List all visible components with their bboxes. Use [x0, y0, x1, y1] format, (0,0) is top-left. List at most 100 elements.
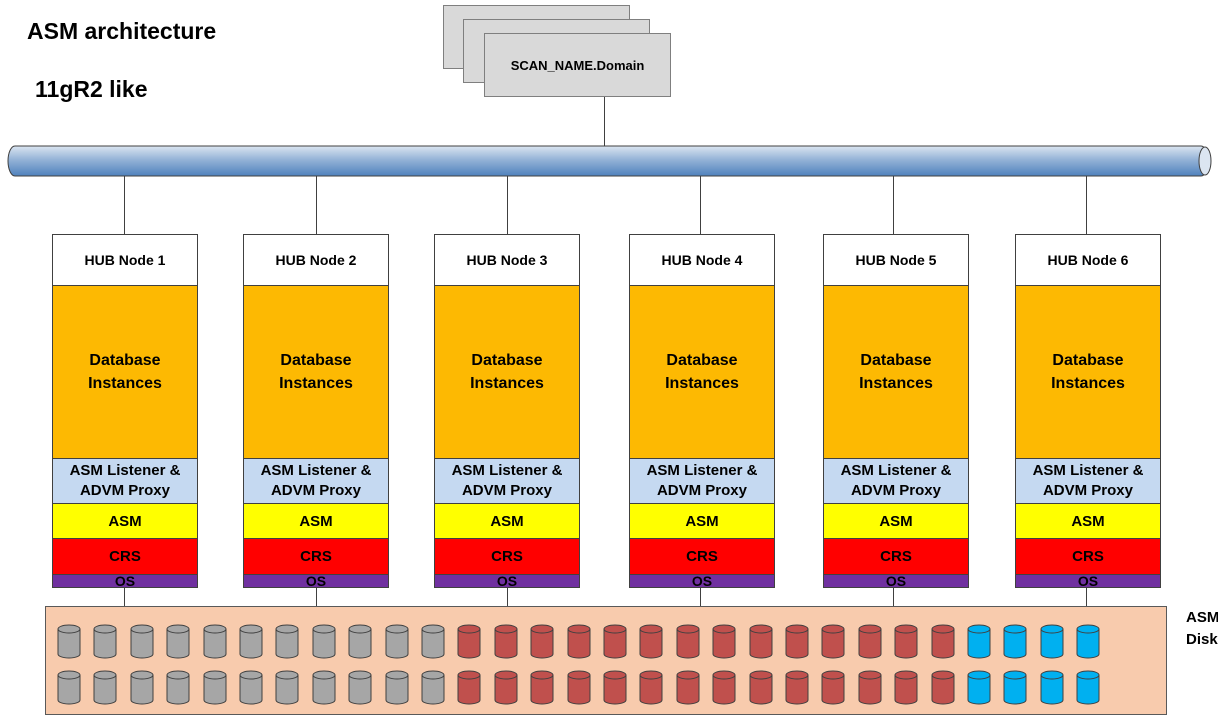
asm-disk-icon [1040, 670, 1064, 705]
database-label-line-1: Database [280, 352, 352, 369]
os-layer: OS [434, 575, 580, 588]
database-label-line-1: Database [471, 352, 543, 369]
os-layer: OS [629, 575, 775, 588]
asm-disk-icon [858, 670, 882, 705]
node-2-disk-connector [316, 588, 317, 606]
asm-disk-icon [931, 624, 955, 659]
asm-disks-label-line-1: ASM [1186, 609, 1218, 626]
asm-disk-icon [931, 670, 955, 705]
node-1-disk-connector [124, 588, 125, 606]
scan-connector [604, 97, 605, 146]
asm-disk-icon [421, 670, 445, 705]
network-bus [7, 145, 1212, 177]
database-label-line-1: Database [666, 352, 738, 369]
asm-listener-layer: ASM Listener & ADVM Proxy [629, 459, 775, 504]
listener-label-line-2: ADVM Proxy [656, 482, 747, 499]
crs-layer: CRS [434, 539, 580, 575]
asm-listener-layer: ASM Listener &ADVM Proxy [243, 459, 389, 504]
crs-layer: CRS [823, 539, 969, 575]
asm-disk-icon [275, 670, 299, 705]
asm-disk-icon [567, 624, 591, 659]
asm-disk-icon [530, 670, 554, 705]
asm-disk-icon [348, 670, 372, 705]
database-label-line-2: Instances [665, 375, 739, 392]
listener-label-line-2: ADVM Proxy [461, 482, 552, 499]
asm-disk-icon [1040, 624, 1064, 659]
asm-disk-icon [967, 624, 991, 659]
listener-label-line-1: ASM Listener & [1032, 462, 1144, 479]
asm-layer: ASM [1015, 504, 1161, 539]
database-label-line-2: Instances [1051, 375, 1125, 392]
asm-disk-icon [603, 624, 627, 659]
asm-disk-icon [676, 624, 700, 659]
asm-disk-icon [494, 670, 518, 705]
asm-disk-icon [821, 670, 845, 705]
asm-disk-icon [203, 624, 227, 659]
asm-listener-layer: ASM Listener & ADVM Proxy [823, 459, 969, 504]
asm-disk-icon [530, 624, 554, 659]
asm-disk-icon [494, 624, 518, 659]
asm-layer: ASM [629, 504, 775, 539]
asm-layer: ASM [52, 504, 198, 539]
asm-disk-icon [130, 624, 154, 659]
asm-disk-icon [894, 670, 918, 705]
asm-disks-label: ASM Disks [1186, 607, 1218, 651]
crs-layer: CRS [52, 539, 198, 575]
asm-disk-icon [312, 670, 336, 705]
asm-layer: ASM [823, 504, 969, 539]
node-6-bus-connector [1086, 176, 1087, 234]
database-label-line-2: Instances [279, 375, 353, 392]
node-3-bus-connector [507, 176, 508, 234]
asm-disk-icon [676, 670, 700, 705]
asm-disk-icon [749, 670, 773, 705]
database-label-line-1: Database [1052, 352, 1124, 369]
asm-disk-icon [603, 670, 627, 705]
database-label-line-1: Database [89, 352, 161, 369]
asm-disk-icon [239, 670, 263, 705]
scan-name-card: SCAN_NAME.Domain [484, 33, 671, 97]
asm-disk-icon [421, 624, 445, 659]
asm-layer: ASM [243, 504, 389, 539]
asm-disk-icon [749, 624, 773, 659]
node-4-bus-connector [700, 176, 701, 234]
asm-disk-icon [457, 670, 481, 705]
asm-disk-icon [166, 624, 190, 659]
asm-disk-icon [275, 624, 299, 659]
database-label-line-2: Instances [859, 375, 933, 392]
asm-disk-icon [166, 670, 190, 705]
asm-disk-icon [203, 670, 227, 705]
asm-disk-icon [567, 670, 591, 705]
node-2-bus-connector [316, 176, 317, 234]
diagram-title: ASM architecture [27, 18, 217, 44]
asm-listener-layer: ASM Listener &ADVM Proxy [52, 459, 198, 504]
node-5-bus-connector [893, 176, 894, 234]
asm-layer: ASM [434, 504, 580, 539]
listener-label-line-1: ASM Listener & [451, 462, 563, 479]
crs-layer: CRS [243, 539, 389, 575]
crs-layer: CRS [629, 539, 775, 575]
scan-name-label: SCAN_NAME.Domain [510, 57, 645, 73]
asm-disk-icon [93, 670, 117, 705]
asm-disk-icon [348, 624, 372, 659]
asm-disk-icon [385, 670, 409, 705]
hub-node-title: HUB Node 3 [434, 234, 580, 286]
os-layer: OS [243, 575, 389, 588]
asm-disk-icon [130, 670, 154, 705]
listener-label-line-1: ASM Listener & [69, 462, 181, 479]
listener-label-line-1: ASM Listener & [646, 462, 758, 479]
listener-label-line-1: ASM Listener & [840, 462, 952, 479]
node-1-bus-connector [124, 176, 125, 234]
listener-label-line-2: ADVM Proxy [850, 482, 941, 499]
asm-listener-layer: ASM Listener &ADVM Proxy [1015, 459, 1161, 504]
asm-disk-icon [312, 624, 336, 659]
hub-node-title: HUB Node 2 [243, 234, 389, 286]
